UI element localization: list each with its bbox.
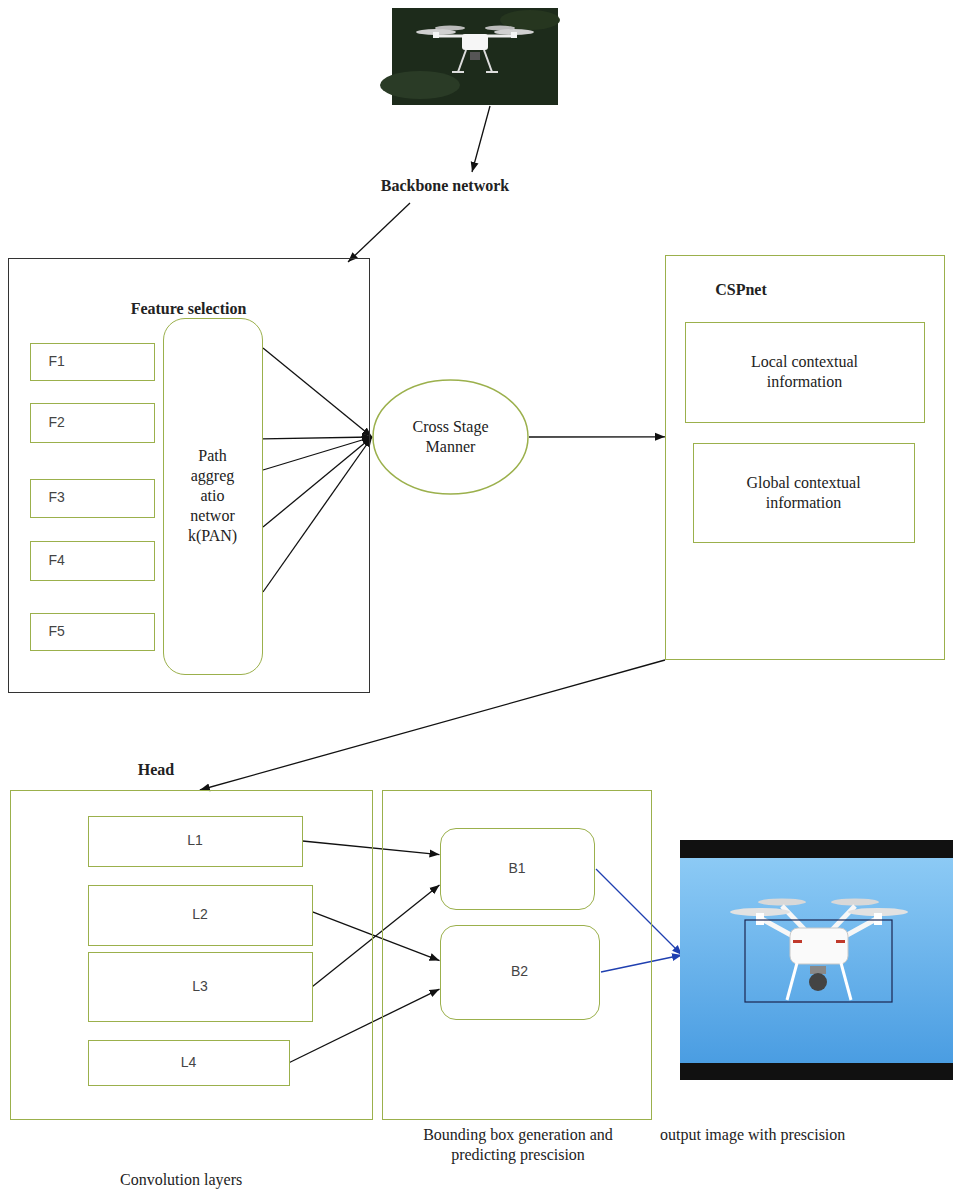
- node-label: B1: [508, 860, 525, 878]
- drone-motor: [756, 913, 764, 925]
- node-label: L1: [187, 832, 203, 850]
- output-arrow: [601, 955, 682, 972]
- flow-connector: [303, 841, 440, 855]
- node-label: Cross Stage Manner: [401, 417, 501, 457]
- conv-layer-box: L2: [88, 885, 313, 946]
- drone-camera: [809, 973, 827, 991]
- bounding-box-panel: Bounding box generation and predicting p…: [382, 790, 652, 1120]
- drone-leg: [787, 963, 797, 1000]
- drone-gimbal: [810, 966, 826, 974]
- flow-connector: [313, 885, 440, 987]
- drone-body: [462, 34, 488, 50]
- pan-block: Path aggreg atio networ k(PAN): [163, 318, 263, 675]
- flow-connector: [529, 436, 665, 437]
- node-label: L4: [181, 1054, 197, 1072]
- drone-stripe: [836, 940, 845, 943]
- ellipse-outline: [373, 380, 528, 494]
- text-label: Convolution layers: [120, 1170, 242, 1190]
- flow-arrow: [348, 203, 410, 262]
- feature-selection-panel: Feature selectionF1F2F3F4F5 Path aggreg a…: [8, 258, 370, 693]
- head-panel: HeadL1L2L3L4: [10, 790, 373, 1120]
- output-drone-photo: [680, 840, 953, 1080]
- feature-map-box: F4: [30, 541, 155, 581]
- node-label: F5: [49, 623, 65, 641]
- drone-rotor: [758, 899, 806, 906]
- photo-sky: [680, 858, 953, 1063]
- merge-line: [263, 437, 372, 592]
- drone-leg: [458, 50, 466, 72]
- conv-layer-box: L3: [88, 952, 313, 1022]
- output-arrow: [596, 869, 682, 955]
- context-box: Local contextual information: [685, 322, 925, 423]
- drone-skid: [486, 71, 498, 73]
- text-label: output image with prescision: [660, 1125, 845, 1145]
- text-label: Backbone network: [355, 176, 535, 196]
- merge-line: [263, 437, 372, 470]
- node-label: B2: [511, 963, 528, 981]
- feature-map-box: F2: [30, 403, 155, 443]
- drone-leg: [841, 963, 851, 1000]
- flow-arrow: [472, 106, 490, 172]
- drone-motor: [511, 32, 517, 38]
- drone-motor: [874, 913, 882, 925]
- photo-foliage: [380, 71, 460, 99]
- node-label: Global contextual information: [719, 473, 889, 513]
- cspnet-panel: CSPnetLocal contextual informationGlobal…: [665, 255, 945, 660]
- node-label: L2: [192, 906, 208, 924]
- node-label: F4: [49, 552, 65, 570]
- drone-camera: [470, 52, 480, 60]
- panel-heading: CSPnet: [696, 280, 786, 300]
- conv-layer-box: L1: [88, 816, 303, 867]
- node-label: Path aggreg atio networ k(PAN): [180, 446, 246, 546]
- drone-stripe: [793, 940, 802, 943]
- panel-heading: Feature selection: [9, 299, 368, 319]
- node-label: F1: [49, 353, 65, 371]
- box-branch: B1: [440, 828, 595, 910]
- node-label: F2: [49, 414, 65, 432]
- node-label: L3: [192, 978, 208, 996]
- drone-skid: [452, 71, 464, 73]
- input-drone-photo: [380, 8, 560, 105]
- feature-map-box: F1: [30, 343, 155, 381]
- cross-stage-ellipse: Cross Stage Manner: [372, 379, 529, 495]
- ellipse-outline: [372, 379, 529, 495]
- flow-connector: [200, 660, 665, 790]
- context-box: Global contextual information: [693, 443, 915, 543]
- flow-connector: [263, 437, 373, 439]
- feature-map-box: F3: [30, 479, 155, 518]
- detection-bounding-box: [745, 920, 892, 1002]
- node-label: F3: [49, 489, 65, 507]
- photo-frame: [680, 840, 953, 1080]
- box-branch: B2: [440, 925, 600, 1020]
- merge-line: [263, 348, 372, 437]
- conv-layer-box: L4: [88, 1040, 290, 1086]
- panel-heading: Bounding box generation and predicting p…: [398, 1125, 638, 1165]
- panel-heading: Head: [106, 760, 206, 780]
- node-label: Local contextual information: [720, 352, 890, 392]
- drone-motor: [433, 32, 439, 38]
- feature-map-box: F5: [30, 613, 155, 651]
- drone-rotor: [831, 899, 879, 906]
- drone-body: [790, 928, 848, 964]
- drone-leg: [484, 50, 492, 72]
